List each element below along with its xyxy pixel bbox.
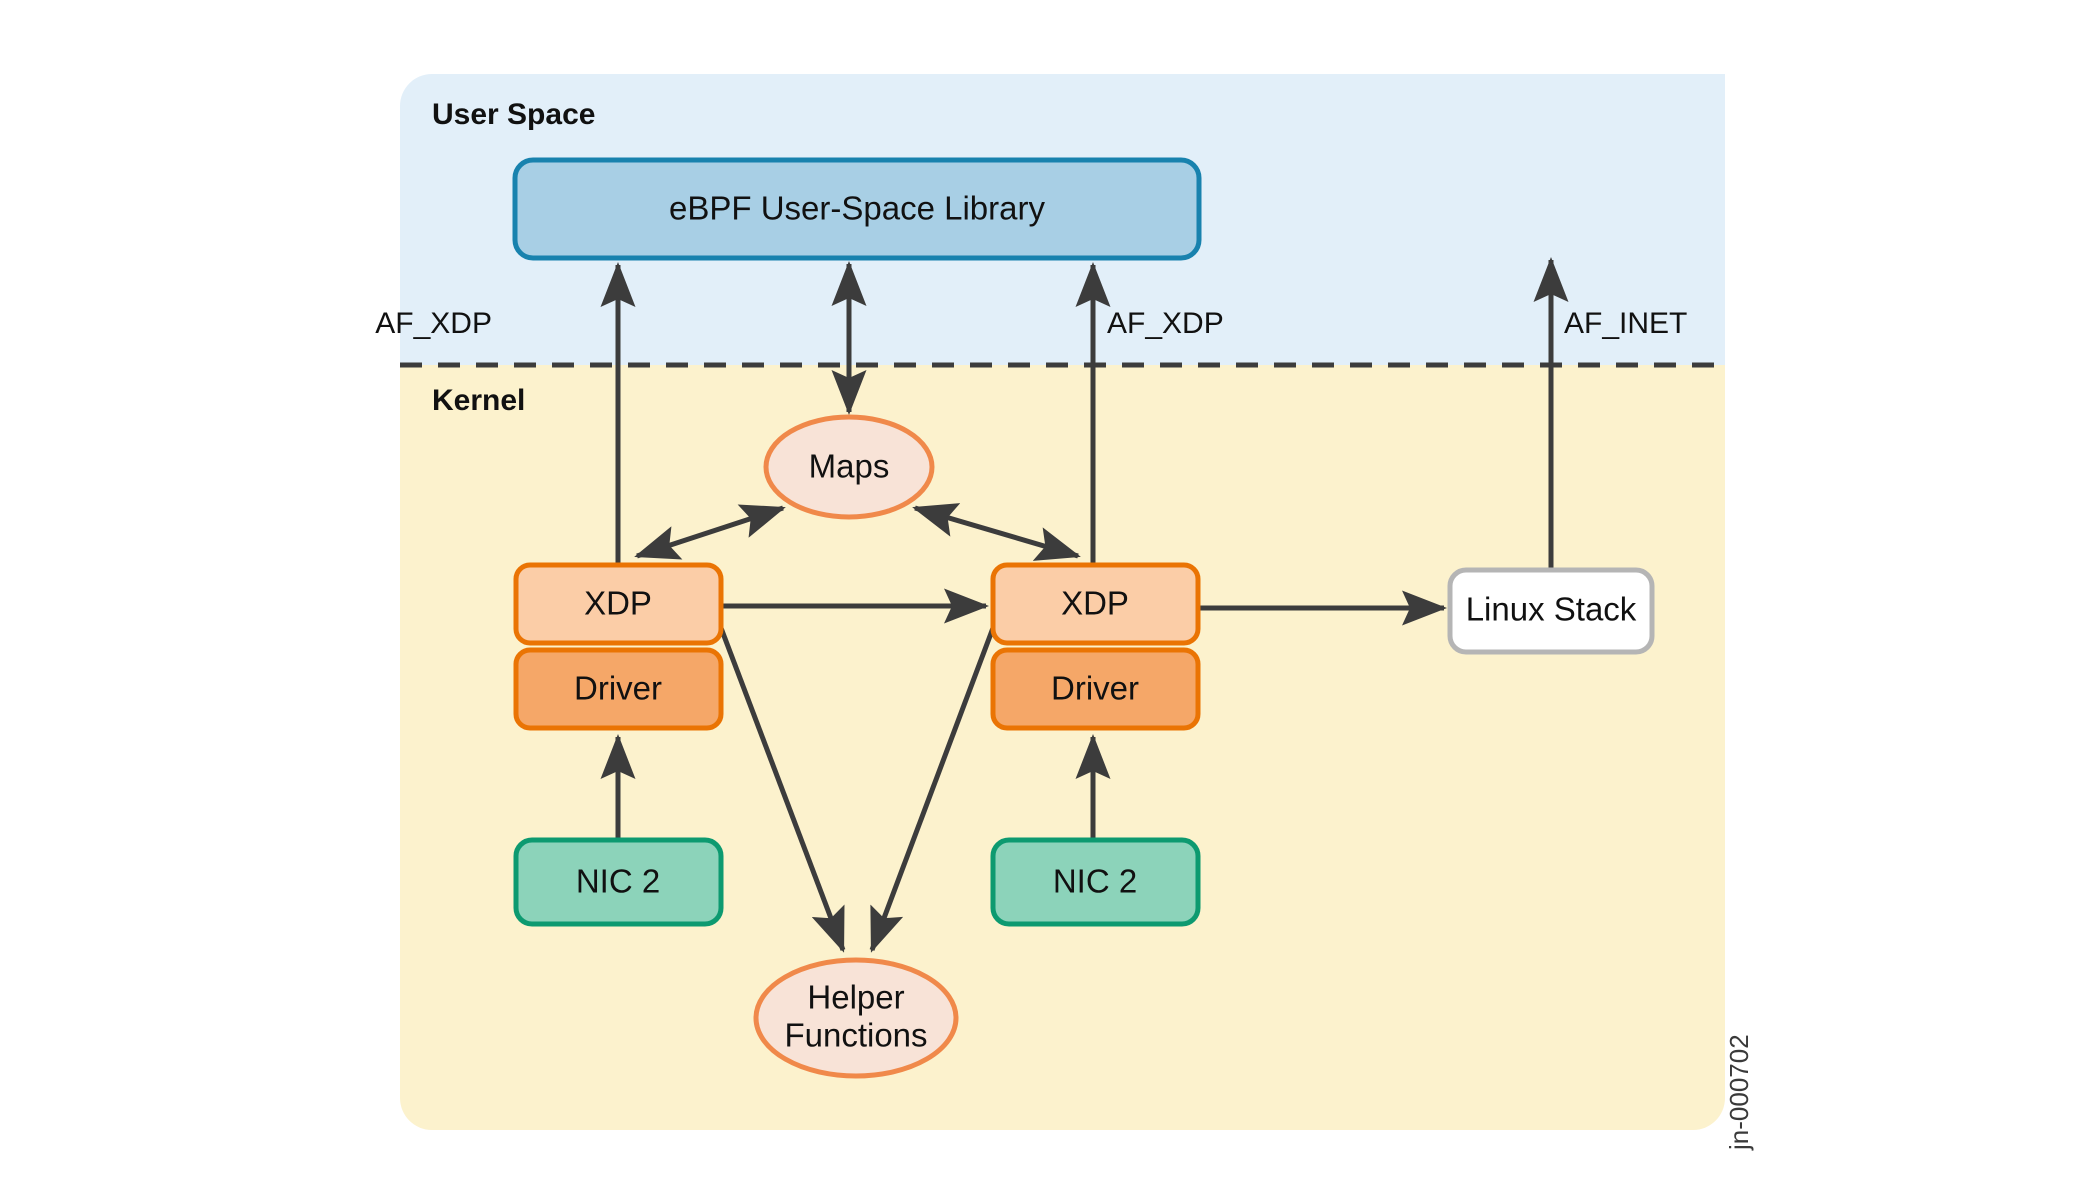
nic-right-box[interactable] — [990, 837, 1201, 927]
edge-xdp-left-to-helper-functions — [715, 619, 846, 953]
nic-left-box[interactable] — [513, 837, 724, 927]
xdp-right-label: XDP — [1061, 585, 1129, 622]
linux-stack-box[interactable] — [1447, 567, 1655, 655]
edge-xdp-right-to-helper-functions — [869, 619, 999, 953]
node-helper-functions[interactable]: Helper Functions — [753, 957, 959, 1079]
edge-maps-to-xdp-left — [634, 504, 786, 560]
node-nic-right[interactable]: NIC 2 — [990, 837, 1201, 927]
nic-left-label: NIC 2 — [576, 863, 660, 900]
helper-functions-ellipse[interactable] — [753, 957, 959, 1079]
node-ebpf-library[interactable]: eBPF User-Space Library — [512, 157, 1202, 261]
ebpf-library-label: eBPF User-Space Library — [669, 190, 1045, 227]
xdp-left-label: XDP — [584, 585, 652, 622]
driver-right-box[interactable] — [990, 647, 1201, 731]
node-driver-left[interactable]: Driver — [513, 647, 724, 731]
zone-kernel: Kernel — [400, 365, 1725, 1130]
edge-label-af-inet: AF_INET — [1564, 307, 1687, 340]
xdp-right-box[interactable] — [990, 562, 1201, 646]
kernel-label: Kernel — [432, 384, 525, 417]
node-maps[interactable]: Maps — [763, 414, 935, 520]
linux-stack-label: Linux Stack — [1466, 591, 1637, 628]
edges-layer — [600, 256, 1569, 953]
node-linux-stack[interactable]: Linux Stack — [1447, 567, 1655, 655]
xdp-left-box[interactable] — [513, 562, 724, 646]
helper-functions-label-line2: Functions — [784, 1017, 927, 1054]
edge-maps-to-xdp-right — [912, 503, 1081, 561]
driver-right-label: Driver — [1051, 670, 1139, 707]
edge-label-af-xdp-right: AF_XDP — [1107, 307, 1224, 340]
edge-label-af-xdp-left: AF_XDP — [375, 307, 492, 340]
node-xdp-left[interactable]: XDP — [513, 562, 724, 646]
nic-right-label: NIC 2 — [1053, 863, 1137, 900]
maps-label: Maps — [809, 448, 890, 485]
node-driver-right[interactable]: Driver — [990, 647, 1201, 731]
ebpf-library-box[interactable] — [512, 157, 1202, 261]
node-xdp-right[interactable]: XDP — [990, 562, 1201, 646]
edge-labels-layer: AF_XDP AF_XDP AF_INET — [375, 307, 1687, 340]
user-space-label: User Space — [432, 98, 595, 131]
kernel-background — [400, 365, 1725, 1130]
driver-left-box[interactable] — [513, 647, 724, 731]
maps-ellipse[interactable] — [763, 414, 935, 520]
figure-id-watermark: jn-000702 — [1724, 1034, 1754, 1151]
helper-functions-label-line1: Helper — [807, 979, 904, 1016]
node-nic-left[interactable]: NIC 2 — [513, 837, 724, 927]
driver-left-label: Driver — [574, 670, 662, 707]
